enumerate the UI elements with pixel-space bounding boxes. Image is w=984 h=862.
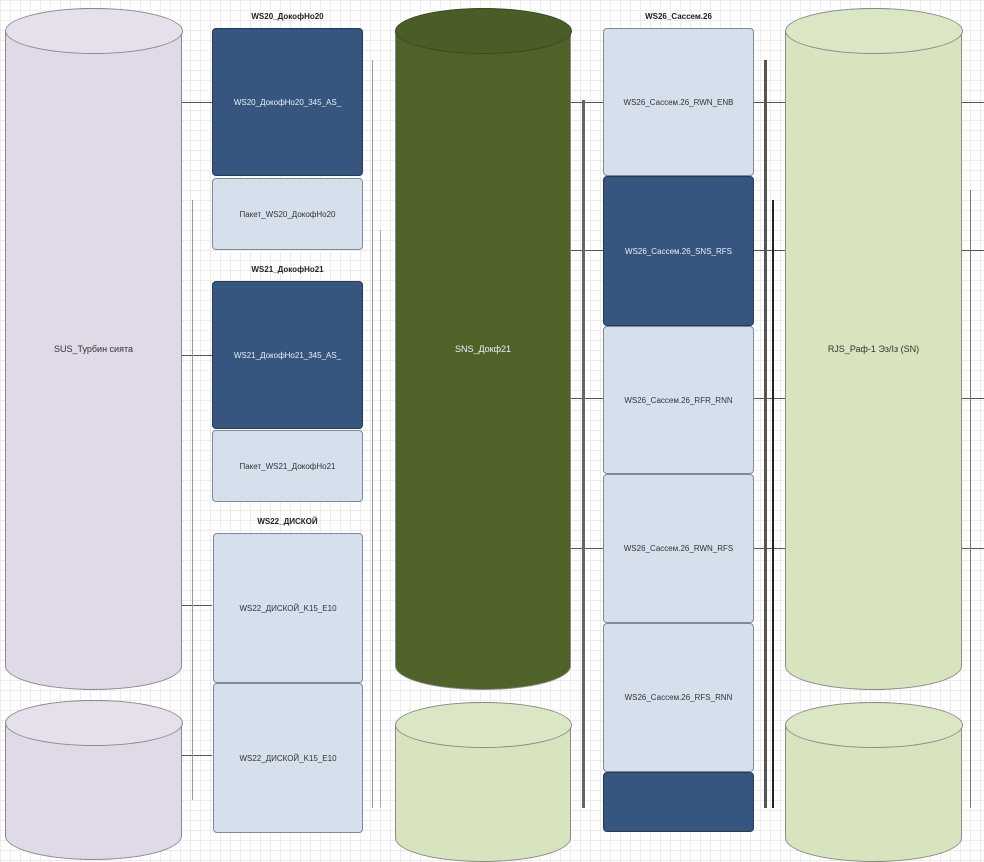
cylinder-lavender-2[interactable]: [4, 699, 183, 860]
connector: [970, 190, 971, 808]
group-row[interactable]: WS22_ДИСКОЙ_K15_E10: [213, 533, 363, 683]
cylinder-top: [394, 7, 572, 54]
connector: [582, 100, 585, 808]
cylinder-top: [784, 7, 963, 54]
connector: [182, 355, 212, 356]
group-row[interactable]: Пакет_WS21_ДокофНо21: [212, 430, 363, 502]
cylinder-label: RJS_Раф-1 Эз/Із (SN): [827, 344, 920, 354]
group-row[interactable]: WS26_Сассем.26_SNS_RFS: [603, 176, 754, 326]
group-row[interactable]: WS26_Сассем.26_RWN_RFS: [603, 474, 754, 623]
cylinder-label: SUS_Турбин сията: [54, 344, 133, 354]
connector: [764, 60, 767, 808]
connector: [380, 230, 381, 808]
connector: [182, 102, 212, 103]
cylinder-green-3[interactable]: [784, 701, 963, 862]
group-title: WS20_ДокофНо20: [251, 12, 324, 21]
group-title: WS26_Сассем.26: [645, 12, 712, 21]
group-row[interactable]: Пакет_WS20_ДокофНо20: [212, 178, 363, 250]
connector: [571, 398, 984, 399]
group-title: WS22_ДИСКОЙ: [257, 517, 318, 526]
cylinder-sns[interactable]: SNS_Докф21: [394, 7, 572, 690]
cylinder-top: [784, 701, 963, 748]
group-row[interactable]: WS21_ДокофНо21_345_AS_: [212, 281, 363, 429]
cylinder-top: [394, 701, 572, 748]
cylinder-top: [4, 7, 183, 54]
group-row[interactable]: [603, 772, 754, 832]
cylinder-top: [4, 699, 183, 746]
group-title: WS21_ДокофНо21: [251, 265, 324, 274]
connector: [571, 548, 984, 549]
cylinder-rjs[interactable]: RJS_Раф-1 Эз/Із (SN): [784, 7, 963, 690]
connector: [571, 250, 984, 251]
group-row[interactable]: WS22_ДИСКОЙ_K15_E10: [213, 683, 363, 833]
cylinder-sus[interactable]: SUS_Турбин сията: [4, 7, 183, 690]
group-row[interactable]: WS20_ДокофНо20_345_AS_: [212, 28, 363, 176]
connector: [571, 102, 984, 103]
connector: [182, 605, 212, 606]
cylinder-green-2[interactable]: [394, 701, 572, 862]
connector: [192, 200, 193, 800]
cylinder-label: SNS_Докф21: [454, 344, 512, 354]
group-row[interactable]: WS26_Сассем.26_RFR_RNN: [603, 326, 754, 474]
group-row[interactable]: WS26_Сассем.26_RFS_RNN: [603, 623, 754, 772]
connector: [772, 200, 774, 808]
group-row[interactable]: WS26_Сассем.26_RWN_ENB: [603, 28, 754, 176]
connector: [372, 60, 373, 808]
connector: [182, 755, 212, 756]
